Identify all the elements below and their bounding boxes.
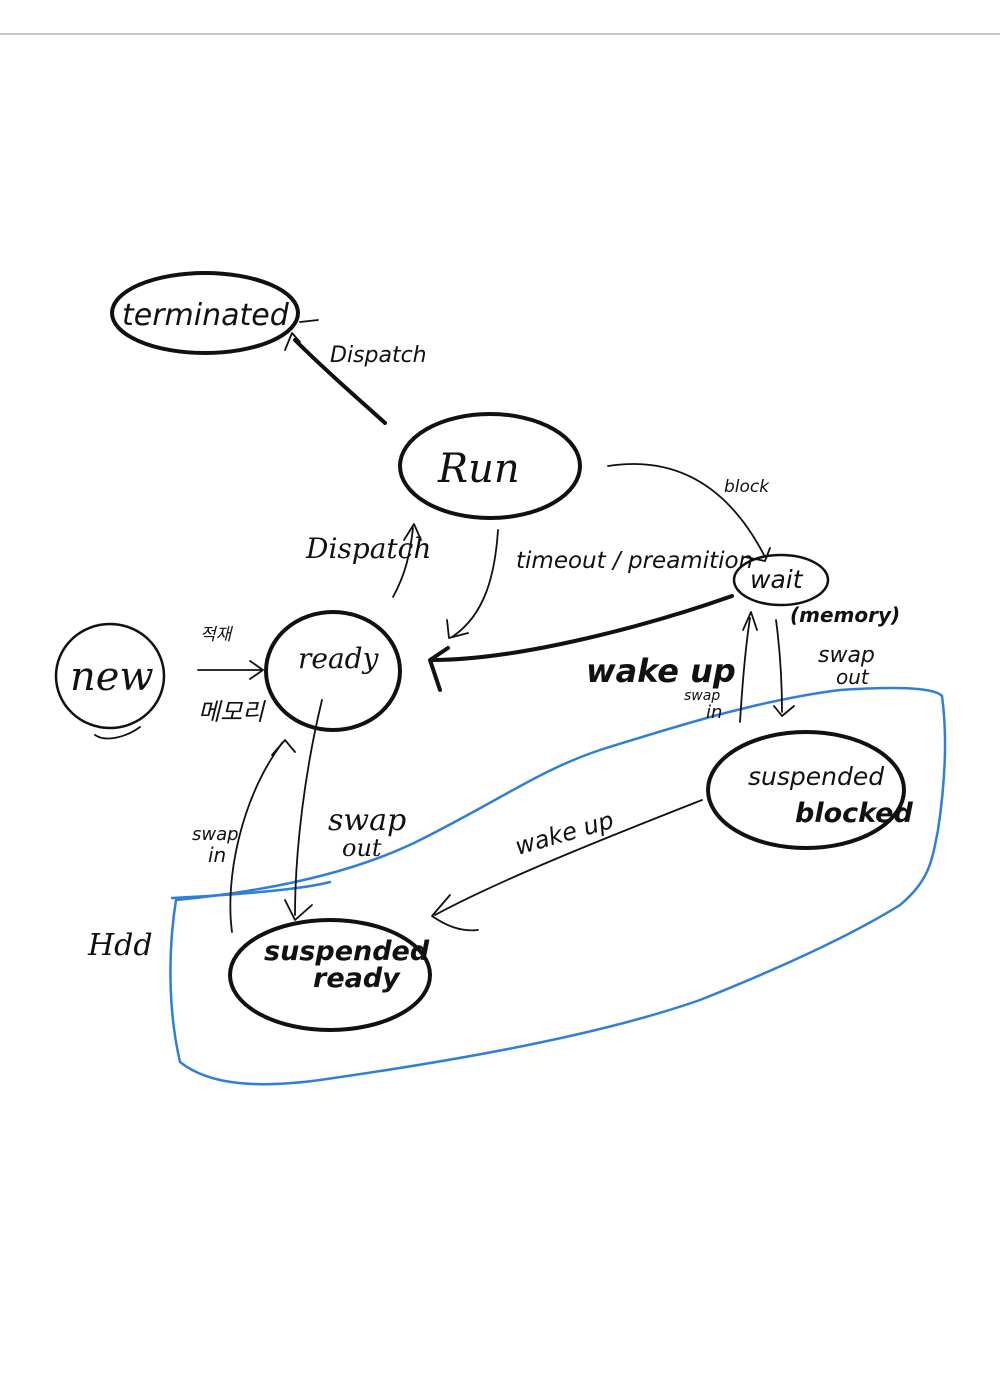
state-ready [264, 610, 402, 732]
label-suspended-swap-in-1: swap [192, 824, 239, 845]
edge-suspended-blocked-to-wait [739, 617, 751, 723]
state-suspended-ready [228, 918, 432, 1032]
label-new-to-ready-top: 적재 [200, 625, 234, 645]
hdd-region [169, 686, 947, 1086]
label-new-to-ready-bottom: 메모리 [198, 698, 266, 726]
edge-wait-to-ready [430, 594, 734, 662]
label-state-run: Run [437, 446, 520, 492]
state-suspended-blocked [706, 730, 906, 850]
label-hdd-region: Hdd [87, 928, 153, 963]
label-suspended-swap-in-2: in [208, 843, 226, 867]
arrowhead-ready-wakeup [428, 646, 450, 692]
label-state-terminated: terminated [122, 298, 290, 333]
state-new [54, 622, 166, 730]
label-blocked-swap-in-1: swap [684, 688, 720, 704]
edge-run-to-ready [451, 529, 499, 638]
arrowhead-ready-new [249, 660, 264, 680]
arrowhead-terminated [284, 332, 301, 351]
label-ready-swap-out-1: swap [328, 803, 406, 838]
label-state-new: new [70, 654, 154, 700]
state-run [398, 412, 582, 520]
label-run-to-ready: timeout / preamition [516, 548, 753, 574]
edge-ready-to-run [392, 527, 414, 598]
label-wait-note: (memory) [790, 603, 900, 627]
edge-run-to-wait [607, 463, 765, 556]
terminated-tick [299, 319, 319, 323]
arrowhead-ready-swapin [271, 739, 296, 756]
label-state-ready: ready [298, 642, 380, 675]
edge-run-to-terminated [293, 338, 387, 425]
edge-ready-to-suspended-ready [294, 699, 323, 916]
label-state-suspended-ready-2: ready [313, 963, 401, 994]
arrowhead-suspended-ready-wakeup [431, 894, 479, 932]
label-state-suspended-blocked-1: suspended [748, 762, 884, 791]
edge-suspended-blocked-to-suspended-ready [434, 799, 703, 916]
state-terminated [110, 271, 300, 355]
edge-wait-to-suspended-blocked [775, 619, 783, 713]
label-wait-swap-out-1: swap [818, 643, 875, 668]
label-run-to-terminated: Dispatch [330, 343, 427, 368]
label-state-wait: wait [750, 565, 804, 594]
edge-suspended-ready-to-ready [229, 742, 283, 933]
arrowhead-wait [744, 547, 771, 562]
arrowhead-wait-swapin [742, 611, 758, 631]
label-ready-to-run: Dispatch [305, 532, 431, 565]
label-ready-swap-out-2: out [342, 834, 382, 862]
label-state-suspended-blocked-2: blocked [795, 798, 913, 829]
label-run-to-wait: block [724, 477, 770, 497]
label-suspended-wake-up: wake up [512, 806, 617, 861]
arrowhead-run [403, 523, 422, 541]
arrowhead-suspended-ready [284, 899, 313, 921]
label-wait-to-ready: wake up [586, 652, 736, 690]
hdd-region-top-edge [170, 880, 332, 900]
state-wait [732, 553, 830, 607]
arrowhead-ready-timeout [446, 619, 469, 639]
label-blocked-swap-in-2: in [706, 702, 722, 723]
label-wait-swap-out-2: out [836, 665, 870, 689]
arrowhead-suspended-blocked [773, 705, 795, 717]
new-tail [94, 726, 141, 740]
label-state-suspended-ready-1: suspended [264, 936, 430, 967]
